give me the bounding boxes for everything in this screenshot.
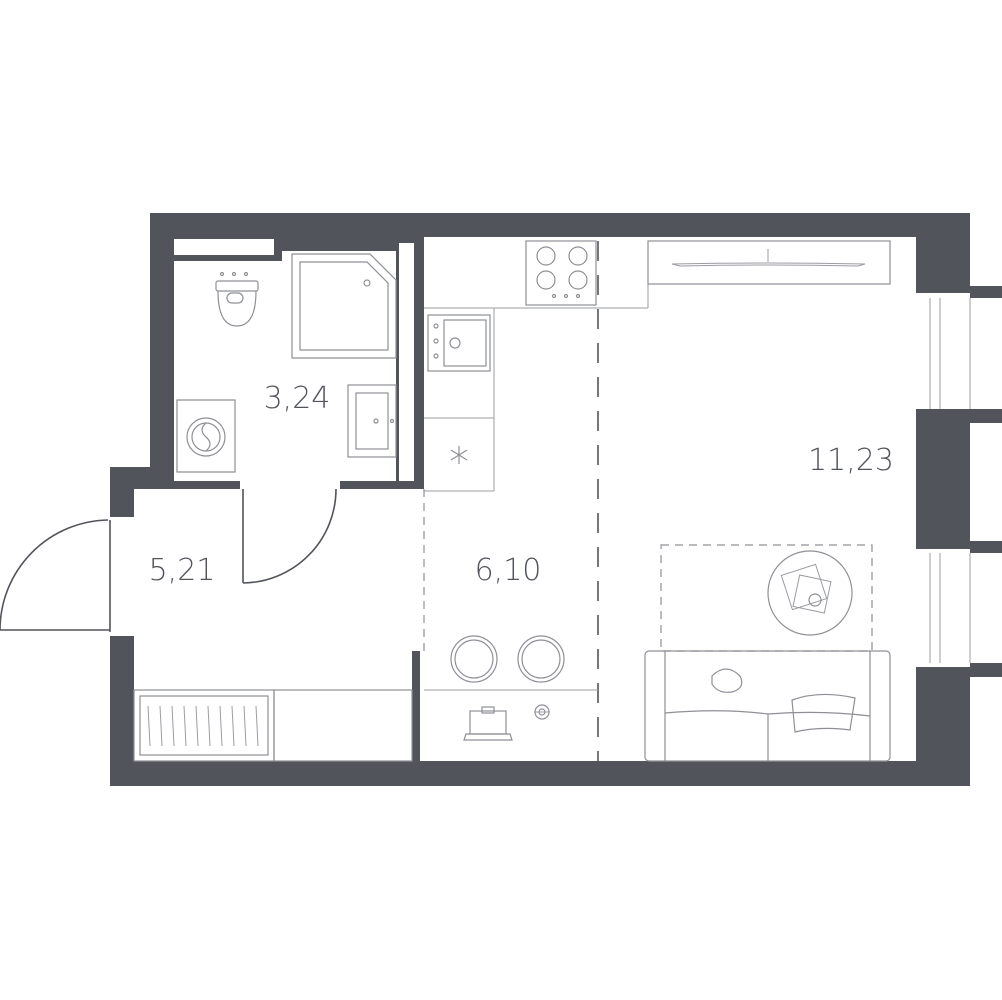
room-area-bathroom: 3,24: [264, 381, 331, 416]
fridge-icon: [450, 446, 468, 464]
washing-machine-icon: [176, 399, 236, 473]
interior-walls: [174, 237, 424, 761]
sofa-icon: [644, 650, 891, 762]
window-right-lower: [929, 541, 1002, 677]
room-area-living-room: 11,23: [808, 443, 894, 478]
window-right-upper: [929, 286, 1002, 423]
kitchen-dividers: [423, 241, 599, 761]
laptop-icon: [463, 706, 513, 741]
tv-cabinet-icon: [647, 240, 891, 285]
dining-stools-icon: [450, 635, 565, 683]
toilet-icon: [215, 271, 259, 327]
room-area-hallway: 5,21: [149, 553, 216, 588]
stove-icon: [525, 240, 597, 306]
kitchen-counter: [424, 241, 649, 492]
rug-area: [660, 544, 873, 652]
sink-icon: [427, 314, 491, 372]
wardrobe-icon: [133, 689, 413, 762]
entrance-door: [0, 519, 111, 632]
mug-icon: [534, 704, 550, 720]
shower-tray-icon: [291, 253, 397, 359]
washbasin-icon: [347, 384, 397, 458]
exterior-walls: [110, 213, 970, 786]
bathroom-door: [242, 488, 337, 584]
coffee-table-icon: [767, 550, 853, 636]
room-area-kitchen: 6,10: [475, 553, 542, 588]
